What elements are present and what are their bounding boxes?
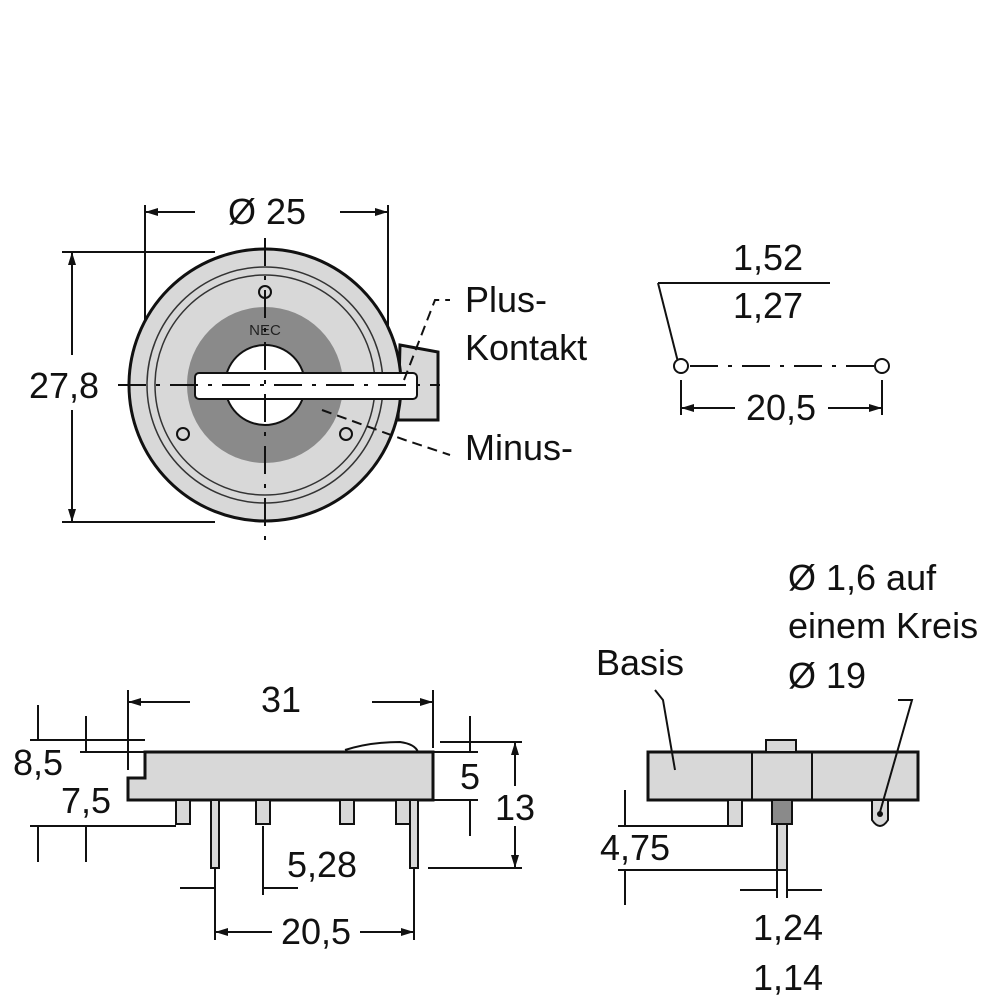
hole-label-3: Ø 19 [788, 655, 866, 696]
plus-leader [403, 299, 450, 381]
side-pin-short-2 [255, 799, 271, 825]
tolerance-upper: 1,52 [733, 237, 803, 278]
pin-width-upper: 1,24 [753, 907, 823, 948]
basis-leader [654, 689, 676, 771]
dim-7-5-label: 7,5 [61, 780, 111, 821]
side-pin-short-1 [175, 799, 191, 825]
minus-label: Minus- [465, 427, 573, 468]
dim-5-label: 5 [460, 756, 480, 797]
pin-spacing-label: 20,5 [746, 387, 816, 428]
arrow-bottom [68, 509, 76, 522]
pin-hole-left-icon [673, 358, 689, 374]
dim-13-arrow-bottom [511, 855, 519, 868]
mount-hole-right-icon [339, 427, 353, 441]
dim-13-label: 13 [495, 787, 535, 828]
pin-hole-right-icon [874, 358, 890, 374]
tolerance-leader [657, 282, 679, 363]
side-view: 31 8,5 7,5 5 13 [13, 679, 535, 952]
spacing-arrow-right [869, 404, 882, 412]
pin-spacing-arrow-right [401, 928, 414, 936]
side-pin-long-right [409, 799, 419, 869]
plus-label-2: Kontakt [465, 327, 587, 368]
tolerance-lower: 1,27 [733, 285, 803, 326]
spacing-arrow-left [681, 404, 694, 412]
side-pin-long-left [210, 799, 220, 869]
end-top-contact [765, 739, 797, 753]
pin-width-lower: 1,14 [753, 957, 823, 998]
dim-8-5-label: 8,5 [13, 742, 63, 783]
dim-13-arrow-top [511, 742, 519, 755]
basis-label: Basis [596, 642, 684, 683]
end-pin-long [776, 823, 788, 871]
minus-leader [321, 409, 451, 456]
side-pin-short-4 [395, 799, 411, 825]
hole-label-2: einem Kreis [788, 605, 978, 646]
diameter-label: Ø 25 [228, 191, 306, 232]
hole-label-1: Ø 1,6 auf [788, 557, 937, 598]
width-arrow-right [420, 698, 433, 706]
end-view: Basis Ø 1,6 auf einem Kreis Ø 19 4,75 1,… [596, 557, 978, 998]
arrow-left [145, 208, 158, 216]
end-body [646, 750, 920, 802]
side-pin-spacing-label: 20,5 [281, 911, 351, 952]
pin-spacing-arrow-left [215, 928, 228, 936]
plus-label-1: Plus- [465, 279, 547, 320]
side-body [126, 750, 435, 802]
end-pin-shoulder [771, 799, 793, 825]
arrow-top [68, 252, 76, 265]
side-pin-short-3 [339, 799, 355, 825]
width-arrow-left [128, 698, 141, 706]
top-view: Ø 25 27,8 NEC Plus- Kontakt Minus- [29, 191, 587, 540]
side-contact-clip [344, 740, 419, 753]
pin-detail: 1,52 1,27 20,5 [657, 237, 890, 428]
dim-4-75-label: 4,75 [600, 827, 670, 868]
height-label: 27,8 [29, 365, 99, 406]
arrow-right [375, 208, 388, 216]
end-pin-hole-icon [877, 811, 883, 817]
hole-leader [879, 699, 914, 813]
end-pin-short [727, 799, 743, 827]
dim-5-28-label: 5,28 [287, 844, 357, 885]
width-label: 31 [261, 679, 301, 720]
mount-hole-left-icon [176, 427, 190, 441]
